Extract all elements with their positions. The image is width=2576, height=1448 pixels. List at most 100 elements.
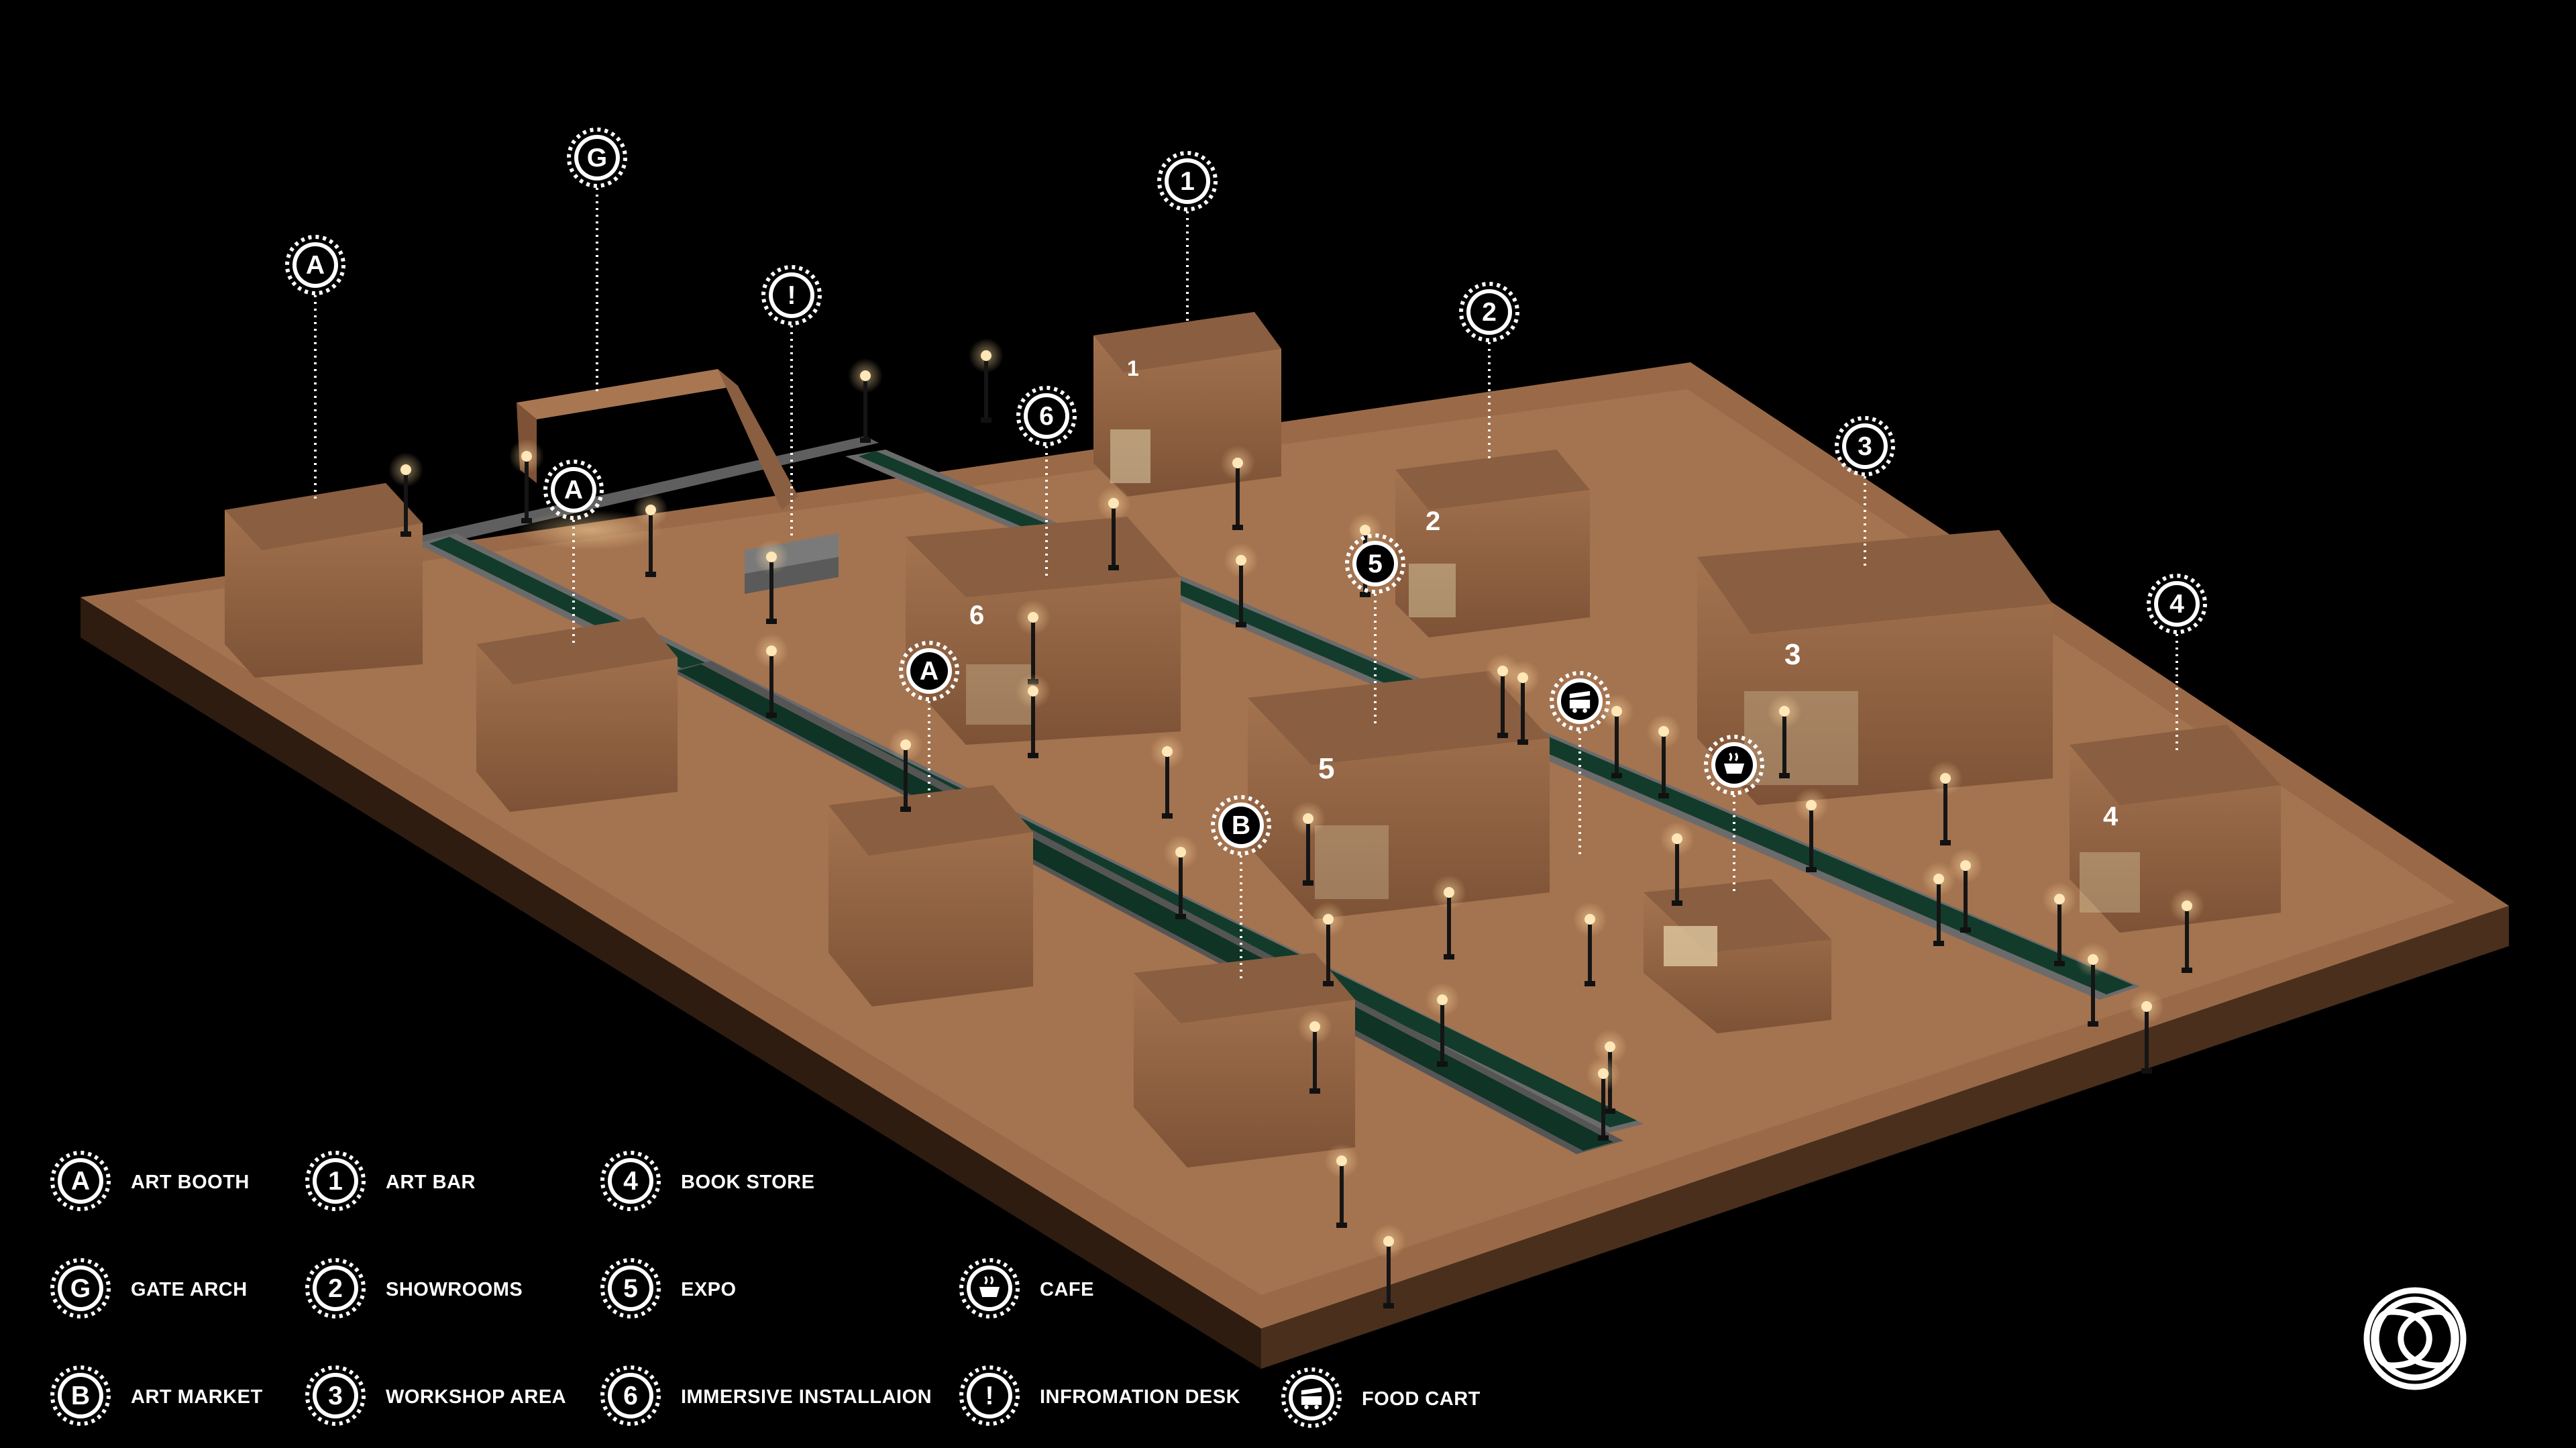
legend-item: 4 BOOK STORE <box>600 1151 814 1211</box>
street-lamp <box>1794 788 1829 872</box>
map-marker[interactable]: A <box>899 641 959 701</box>
street-lamp <box>1163 835 1198 919</box>
food-cart-icon <box>1301 1387 1322 1410</box>
legend-badge[interactable]: G <box>50 1258 111 1318</box>
legend-label: EXPO <box>681 1279 737 1300</box>
brand-logo <box>2363 1287 2467 1390</box>
building-number-1: 1 <box>1127 356 1139 380</box>
legend-item: 1 ART BAR <box>305 1151 476 1211</box>
legend-label: ART MARKET <box>131 1386 263 1408</box>
street-lamp <box>1767 694 1802 778</box>
street-lamp <box>1291 801 1326 886</box>
cafe-icon <box>1723 752 1745 774</box>
interlaced-knot-logo-icon <box>2363 1287 2467 1390</box>
legend-badge-symbol: B <box>71 1382 90 1410</box>
legend-badge[interactable]: ! <box>959 1365 1020 1426</box>
legend-badge[interactable]: 6 <box>600 1365 661 1426</box>
map-marker[interactable] <box>1704 735 1764 795</box>
street-lamps <box>388 338 2204 1308</box>
map-marker[interactable]: 3 <box>1835 416 1895 476</box>
street-lamp <box>848 358 883 443</box>
building-book-store: 4 <box>2070 725 2281 933</box>
map-marker[interactable]: A <box>543 460 604 520</box>
map-marker-symbol: 6 <box>1039 402 1054 431</box>
street-lamp <box>388 452 423 537</box>
map-marker[interactable]: 2 <box>1459 282 1519 342</box>
building-showrooms: 2 <box>1395 450 1590 637</box>
legend-badge-symbol: 3 <box>328 1382 343 1410</box>
street-lamp <box>1505 660 1540 745</box>
building-art-booth-2 <box>476 617 678 812</box>
food-cart-icon <box>1569 690 1591 713</box>
street-lamp <box>1432 875 1466 960</box>
map-marker[interactable] <box>1550 671 1610 731</box>
legend-label: GATE ARCH <box>131 1279 248 1300</box>
legend-badge[interactable] <box>1281 1367 1342 1428</box>
building-cafe <box>1644 879 1831 1033</box>
legend-badge-symbol: 1 <box>328 1167 343 1196</box>
legend-badge[interactable]: 4 <box>600 1151 661 1211</box>
legend-badge[interactable]: 1 <box>305 1151 366 1211</box>
street-lamp <box>1921 862 1956 946</box>
legend-badge[interactable]: 3 <box>305 1365 366 1426</box>
legend-badge-symbol: 6 <box>623 1382 638 1410</box>
street-lamp <box>1324 1143 1359 1228</box>
map-marker-symbol: 4 <box>2169 590 2184 619</box>
street-lamp <box>1660 821 1695 906</box>
legend-item: ! INFROMATION DESK <box>959 1365 1240 1426</box>
legend-badge[interactable]: 5 <box>600 1258 661 1318</box>
street-lamp <box>1297 1009 1332 1094</box>
legend-label: INFROMATION DESK <box>1040 1386 1240 1408</box>
legend-item: FOOD CART <box>1281 1367 1480 1428</box>
map-marker[interactable]: 6 <box>1016 386 1077 446</box>
street-lamp <box>1016 674 1051 758</box>
legend-label: ART BAR <box>386 1172 476 1193</box>
map-marker[interactable]: 4 <box>2147 574 2207 634</box>
legend-badge[interactable]: 2 <box>305 1258 366 1318</box>
map-marker[interactable]: A <box>285 235 345 295</box>
street-lamp <box>2076 942 2110 1027</box>
street-lamp <box>1311 902 1346 986</box>
legend-item: 3 WORKSHOP AREA <box>305 1365 566 1426</box>
street-lamp <box>1572 902 1607 986</box>
street-lamp <box>2169 888 2204 973</box>
legend-badge-symbol: ! <box>985 1382 994 1410</box>
legend-item: 2 SHOWROOMS <box>305 1258 523 1318</box>
map-marker[interactable]: G <box>567 127 627 188</box>
building-art-booth-3 <box>828 785 1033 1006</box>
map-marker-symbol: 1 <box>1180 167 1195 196</box>
legend-badge[interactable]: A <box>50 1151 111 1211</box>
street-lamp <box>1948 848 1983 933</box>
legend-badge-symbol: A <box>71 1167 90 1196</box>
building-art-market <box>1134 953 1355 1168</box>
map-marker[interactable]: 1 <box>1157 151 1218 211</box>
street-lamp <box>509 439 544 523</box>
legend-label: IMMERSIVE INSTALLAION <box>681 1386 932 1408</box>
street-lamp <box>1425 982 1460 1067</box>
map-marker[interactable]: 5 <box>1345 533 1405 594</box>
building-number-4: 4 <box>2103 802 2118 831</box>
map-marker-symbol: ! <box>787 281 796 310</box>
building-number-2: 2 <box>1426 507 1440 536</box>
legend-item: 6 IMMERSIVE INSTALLAION <box>600 1365 932 1426</box>
street-lamp <box>1096 486 1131 570</box>
map-marker-symbol: A <box>564 476 583 505</box>
building-art-booth-1 <box>225 483 423 678</box>
legend-badge-symbol: 2 <box>328 1274 343 1303</box>
legend-badge[interactable] <box>959 1258 1020 1318</box>
map-marker-symbol: B <box>1232 811 1250 840</box>
map-marker-symbol: A <box>306 251 325 280</box>
legend-label: BOOK STORE <box>681 1172 814 1193</box>
legend-badge[interactable]: B <box>50 1365 111 1426</box>
legend-label: CAFE <box>1040 1279 1094 1300</box>
street-lamp <box>1646 714 1681 798</box>
legend-label: WORKSHOP AREA <box>386 1386 566 1408</box>
map-marker[interactable]: ! <box>761 265 822 325</box>
legend-item: B ART MARKET <box>50 1365 263 1426</box>
map-marker[interactable]: B <box>1211 795 1271 856</box>
legend-label: SHOWROOMS <box>386 1279 523 1300</box>
street-lamp <box>1586 1056 1621 1141</box>
street-lamp <box>1224 543 1258 627</box>
